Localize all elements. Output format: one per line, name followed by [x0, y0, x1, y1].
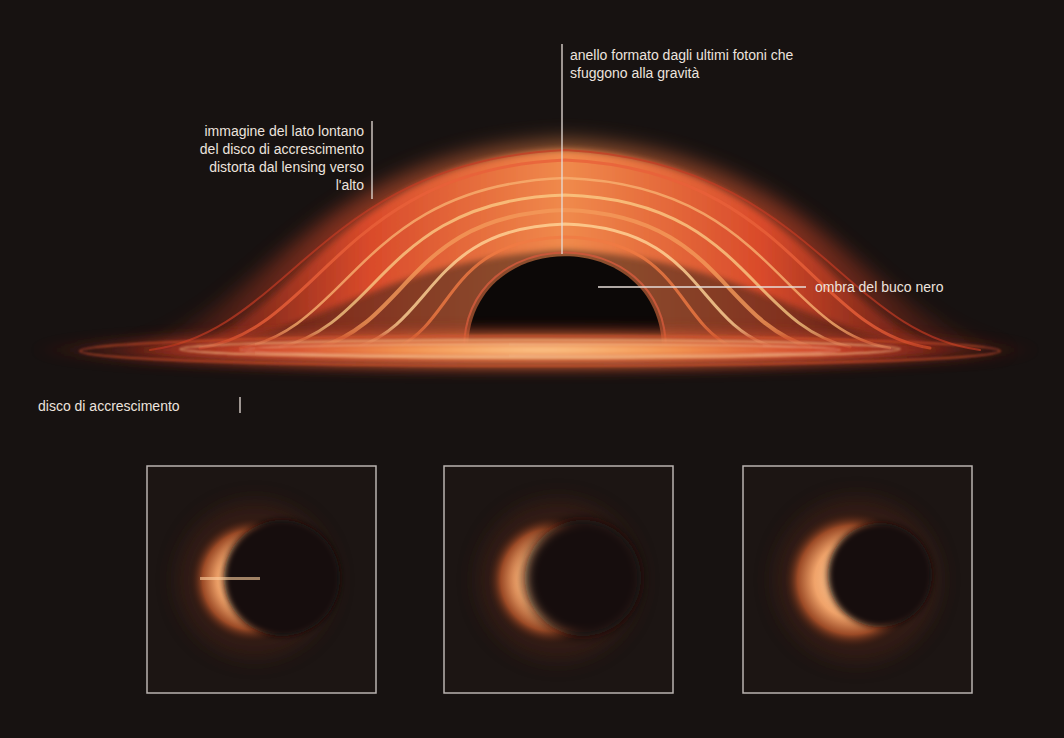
callout-label: anello formato dagli ultimi fotoni che s…: [570, 46, 810, 82]
leader-lines: [240, 44, 806, 413]
callout-label: immagine del lato lontano del disco di a…: [194, 122, 364, 194]
simulation-panel: [743, 466, 972, 693]
simulation-panel: [147, 466, 376, 693]
callout-label: disco di accrescimento: [38, 397, 233, 415]
simulation-panel: [444, 466, 673, 693]
lensed-arc: [170, 150, 960, 350]
disc-streaks: [80, 336, 1000, 366]
callout-label: ombra del buco nero: [815, 278, 1015, 296]
lensed-streaks: [150, 150, 980, 350]
accretion-disc: [30, 326, 1040, 374]
